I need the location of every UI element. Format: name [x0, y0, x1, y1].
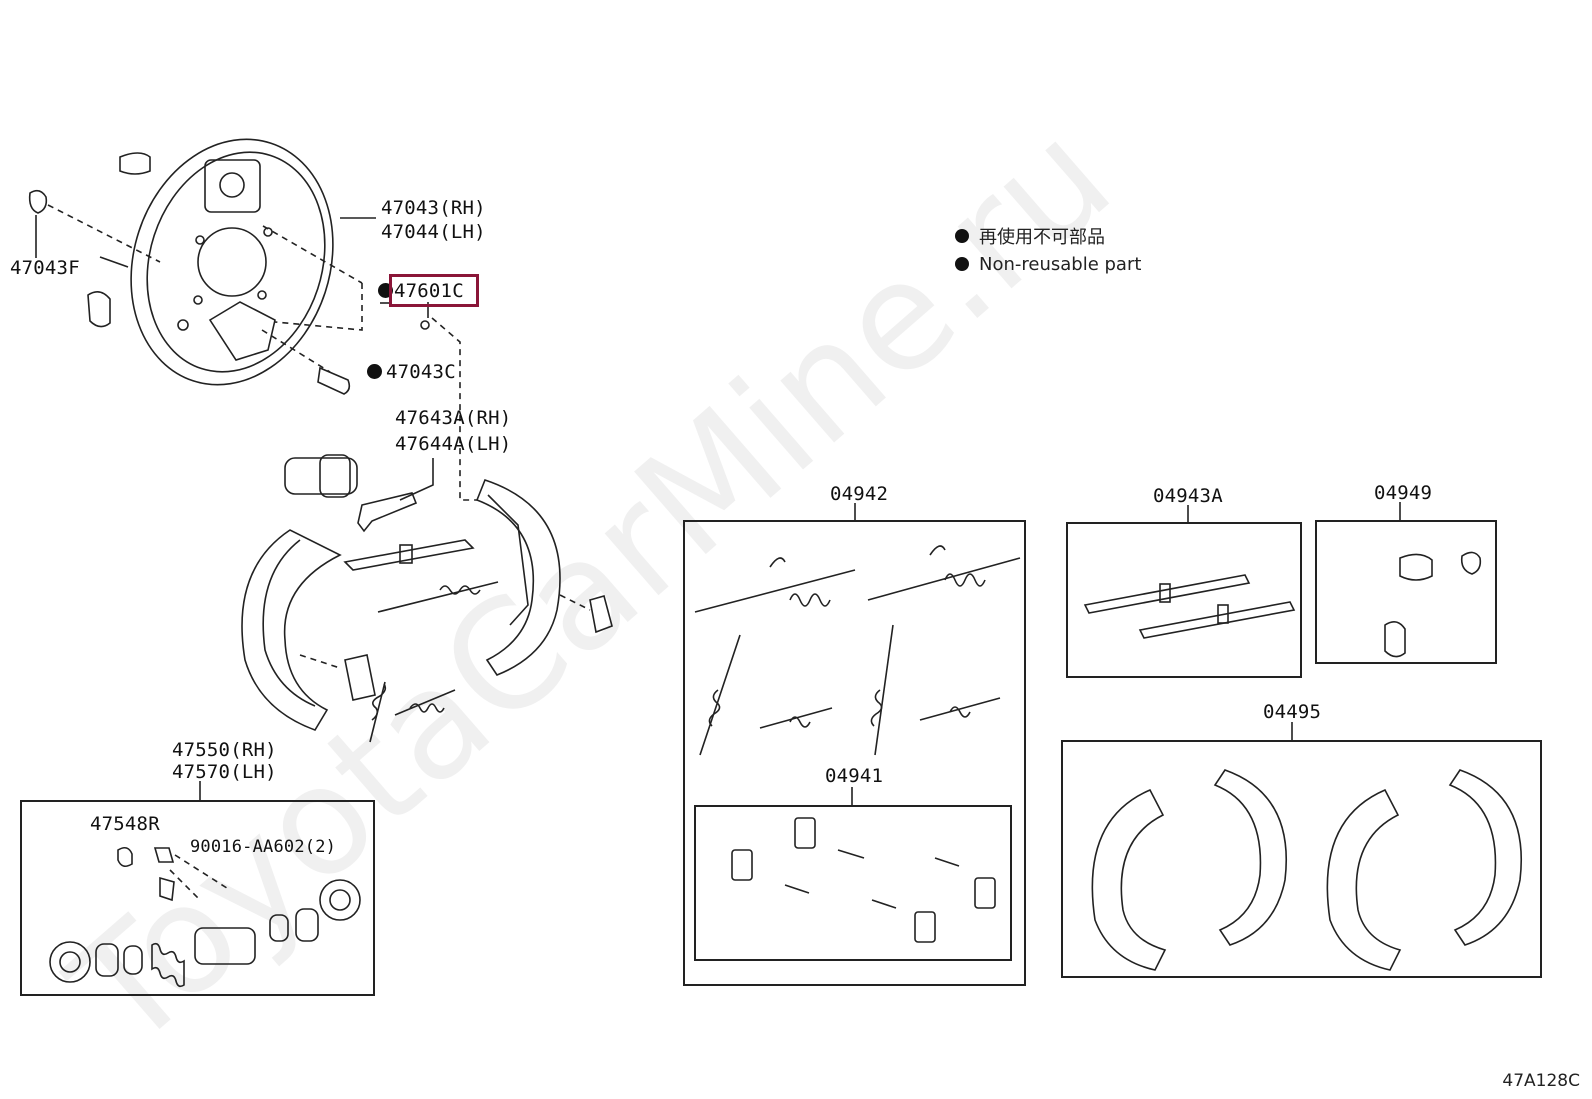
kit-04949-drawing — [1384, 551, 1482, 658]
label-47570-lh[interactable]: 47570(LH) — [172, 761, 277, 783]
highlight-frame — [389, 274, 479, 307]
kit-04495-drawing — [1091, 769, 1522, 971]
wheel-cylinder-drawing — [284, 454, 418, 533]
label-04943a[interactable]: 04943A — [1153, 485, 1223, 507]
kit-04943a-drawing — [1083, 574, 1296, 639]
legend-row-jp: 再使用不可部品 — [955, 222, 1141, 250]
legend-dot-icon — [955, 257, 969, 271]
cylinder-kit-drawing — [49, 846, 361, 988]
diagram-code: 47A128C — [1502, 1071, 1580, 1091]
kit-04942-box — [683, 520, 1026, 986]
label-47643a-rh[interactable]: 47643A(RH) — [395, 407, 512, 429]
label-47601c[interactable]: 47601C — [394, 280, 464, 302]
legend-text-jp: 再使用不可部品 — [979, 227, 1105, 248]
label-04949[interactable]: 04949 — [1374, 482, 1433, 504]
kit-04942-drawing — [694, 545, 1021, 756]
label-04495[interactable]: 04495 — [1263, 701, 1322, 723]
label-04941[interactable]: 04941 — [825, 765, 884, 787]
kit-04495-box — [1061, 740, 1542, 978]
kit-04943a-box — [1066, 522, 1302, 678]
label-47043f[interactable]: 47043F — [10, 257, 80, 279]
legend-dot-icon — [955, 229, 969, 243]
cylinder-kit-box — [20, 800, 375, 996]
label-04942[interactable]: 04942 — [830, 483, 889, 505]
label-47644a-lh[interactable]: 47644A(LH) — [395, 433, 512, 455]
kit-04949-box — [1315, 520, 1497, 664]
label-90016-aa602[interactable]: 90016-AA602(2) — [190, 837, 337, 857]
label-47043-rh[interactable]: 47043(RH) — [381, 197, 486, 219]
label-47550-rh[interactable]: 47550(RH) — [172, 739, 277, 761]
label-47548r[interactable]: 47548R — [90, 813, 160, 835]
label-47044-lh[interactable]: 47044(LH) — [381, 221, 486, 243]
legend-row-en: Non-reusable part — [955, 250, 1141, 278]
non-reusable-dot-47043c — [367, 364, 382, 379]
backing-plate-drawing — [130, 138, 334, 386]
kit-04941-box — [694, 805, 1012, 961]
legend-text-en: Non-reusable part — [979, 253, 1142, 275]
kit-04941-drawing — [731, 817, 996, 943]
label-47043c[interactable]: 47043C — [386, 361, 456, 383]
legend: 再使用不可部品 Non-reusable part — [955, 222, 1141, 278]
